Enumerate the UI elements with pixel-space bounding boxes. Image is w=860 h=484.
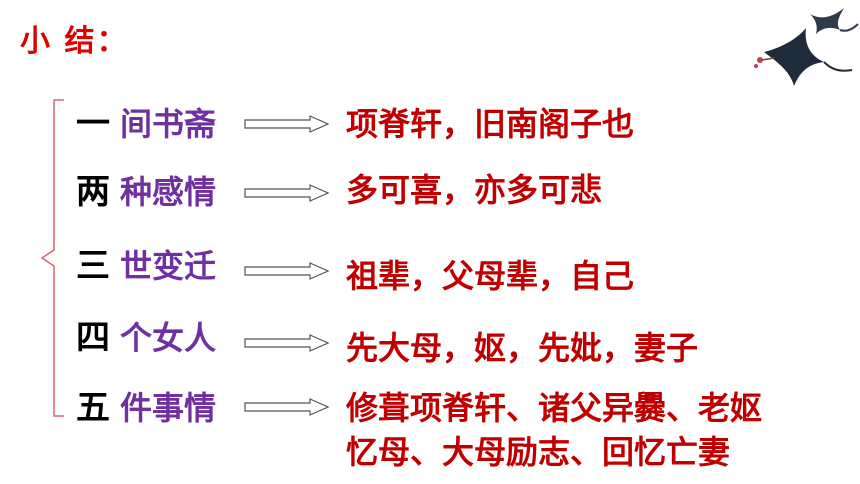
summary-row-4: 四 个女人 [76, 314, 216, 362]
row-keyword: 件事情 [120, 389, 217, 427]
hollow-arrow-icon [244, 115, 330, 133]
row-description-continued: 忆母、大母励志、回忆亡妻 [346, 433, 731, 471]
row-description: 修葺项脊轩、诸父异爨、老妪 [346, 389, 763, 427]
row-keyword: 世变迁 [120, 247, 217, 285]
row-keyword: 个女人 [120, 319, 217, 357]
bracket-icon [40, 99, 64, 417]
row-keyword: 间书斋 [120, 105, 217, 143]
hollow-arrow-icon [244, 398, 330, 416]
row-description: 祖辈，父母辈，自己 [346, 257, 635, 295]
swallows-icon [754, 8, 859, 86]
slide-title: 小 结： [20, 24, 129, 59]
row-number: 一 [76, 104, 110, 144]
hollow-arrow-icon [244, 262, 330, 280]
summary-row-1: 一 间书斋 [76, 100, 216, 148]
row-number: 两 [76, 172, 110, 212]
row-keyword: 种感情 [120, 173, 217, 211]
row-description: 先大母，妪，先妣，妻子 [346, 329, 699, 367]
summary-row-3: 三 世变迁 [76, 242, 216, 290]
hollow-arrow-icon [244, 184, 330, 202]
row-description: 项脊轩，旧南阁子也 [346, 105, 635, 143]
summary-row-5: 五 件事情 [76, 384, 216, 432]
row-number: 五 [76, 388, 110, 428]
row-number: 四 [76, 318, 110, 358]
row-number: 三 [76, 246, 110, 286]
summary-row-2: 两 种感情 [76, 168, 216, 216]
row-description: 多可喜，亦多可悲 [346, 171, 603, 209]
hollow-arrow-icon [244, 334, 330, 352]
